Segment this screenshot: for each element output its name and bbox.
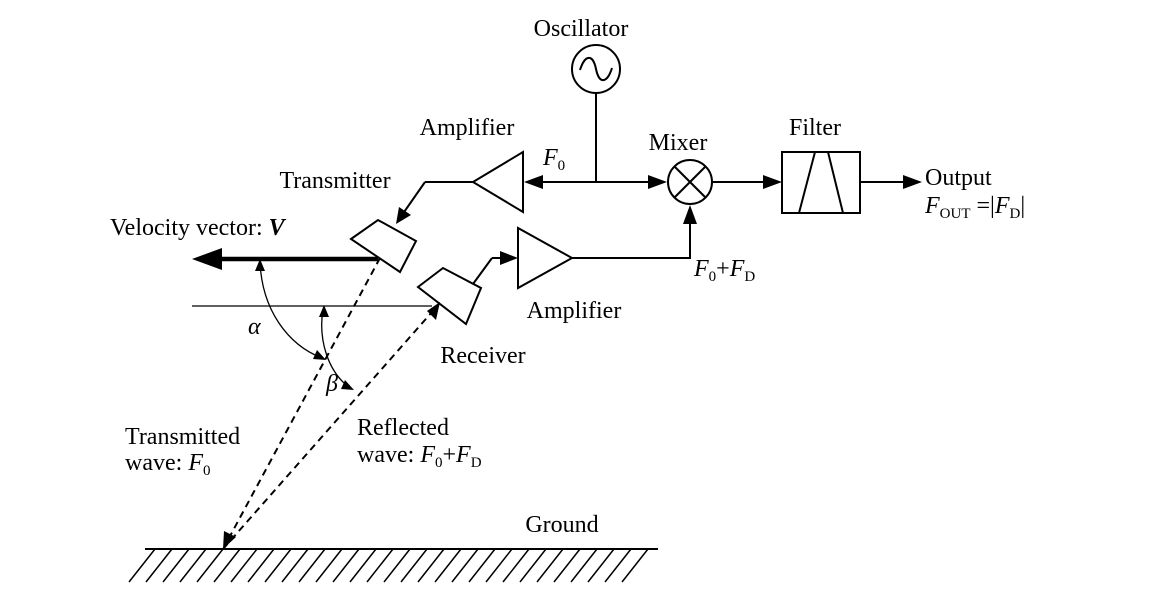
amp-to-mixer-wire [572, 218, 691, 259]
output-title: Output [925, 165, 992, 191]
transmitted-wave-label: Transmitted wave: F0 [125, 424, 240, 479]
f0-fd-label: F0+FD [693, 256, 755, 285]
hatch-line [587, 548, 615, 583]
reflected-wave-arrowhead [427, 302, 440, 320]
hatch-line [145, 548, 173, 583]
hatch-line [213, 548, 241, 583]
amp-to-tx-wire-d [401, 181, 426, 216]
transmitter: Transmitter [279, 168, 418, 274]
hatch-line [621, 548, 649, 583]
hatch-line [264, 548, 292, 583]
sine-wave-icon [579, 56, 613, 82]
transmitted-label-line1: Transmitted [125, 424, 240, 450]
hatch-line [451, 548, 479, 583]
oscillator: Oscillator [534, 16, 629, 182]
alpha-arc-arrowhead-bottom [313, 350, 326, 360]
amplifier-top: Amplifier [396, 115, 524, 224]
transmitter-antenna [349, 218, 418, 274]
f0-label: F0 [542, 145, 565, 174]
amp-to-mixer-arrowhead [683, 205, 697, 224]
output-equation: FOUT =|FD| [924, 193, 1025, 222]
hatch-line [315, 548, 343, 583]
filter-box [781, 151, 861, 214]
beta-arc-arrowhead-top [319, 305, 329, 317]
velocity-vector: Velocity vector: V [110, 215, 378, 270]
amplifier-bottom-label: Amplifier [527, 298, 622, 324]
filter-label: Filter [789, 115, 841, 141]
beta-arc [321, 308, 351, 389]
transmitted-label-line2: wave: F0 [125, 450, 210, 479]
hatch-line [196, 548, 224, 583]
hatch-line [230, 548, 258, 583]
hatch-line [349, 548, 377, 583]
hatch-line [604, 548, 632, 583]
ground-label: Ground [525, 512, 598, 538]
transmitter-label: Transmitter [279, 168, 390, 194]
angle-alpha: α [248, 259, 326, 360]
hatch-line [519, 548, 547, 583]
reflected-wave-line [222, 311, 433, 550]
hatch-line [417, 548, 445, 583]
angle-beta: β [319, 305, 354, 397]
receiver-label: Receiver [440, 343, 525, 369]
receiver: Receiver [416, 266, 526, 369]
reflected-label-line2: wave: F0+FD [357, 442, 482, 471]
hatch-line [366, 548, 394, 583]
filter: Filter [781, 115, 922, 214]
output-arrowhead [903, 175, 922, 189]
filter-icon-right [827, 151, 844, 214]
mixer-to-filter-arrowhead [763, 175, 782, 189]
hatch-line [502, 548, 530, 583]
hatch-line [162, 548, 190, 583]
amplifier-bottom-triangle [517, 226, 575, 290]
mixer: Mixer [649, 130, 782, 205]
receiver-antenna [416, 266, 483, 326]
f0-line: F0 [524, 145, 667, 189]
hatch-line [570, 548, 598, 583]
alpha-arc-arrowhead-top [255, 259, 265, 271]
output: Output FOUT =|FD| [924, 165, 1025, 222]
hatch-line [179, 548, 207, 583]
mixer-cross-icon-b [673, 165, 707, 199]
hatch-line [434, 548, 462, 583]
amp-bottom-input-arrowhead [500, 251, 518, 265]
hatch-line [281, 548, 309, 583]
hatch-line [536, 548, 564, 583]
velocity-label: Velocity vector: V [110, 215, 287, 241]
transmitted-wave-line [228, 257, 381, 539]
reflected-wave [222, 302, 440, 550]
velocity-arrowhead [192, 248, 222, 270]
ground: Ground [128, 512, 658, 583]
f0-right-arrowhead [648, 175, 667, 189]
hatch-line [468, 548, 496, 583]
reflected-wave-label: Reflected wave: F0+FD [357, 415, 482, 471]
hatch-line [485, 548, 513, 583]
alpha-symbol: α [248, 314, 261, 340]
transmitted-wave [223, 257, 381, 549]
hatch-line [553, 548, 581, 583]
amplifier-top-triangle [471, 150, 524, 214]
hatch-line [383, 548, 411, 583]
amplifier-top-label: Amplifier [420, 115, 515, 141]
beta-arc-arrowhead-bottom [341, 380, 354, 390]
ground-hatching [128, 548, 649, 583]
hatch-line [128, 548, 156, 583]
reflected-label-line1: Reflected [357, 415, 449, 441]
hatch-line [298, 548, 326, 583]
tx-input-arrowhead [396, 207, 411, 224]
filter-icon-left [798, 151, 816, 214]
beta-symbol: β [325, 371, 338, 397]
hatch-line [247, 548, 275, 583]
alpha-arc [259, 261, 323, 359]
f0-left-arrowhead [524, 175, 543, 189]
oscillator-label: Oscillator [534, 16, 629, 42]
hatch-line [332, 548, 360, 583]
hatch-line [400, 548, 428, 583]
rx-to-amp-wire-d [472, 257, 493, 285]
amplifier-bottom: Amplifier F0+FD [472, 205, 755, 324]
mixer-label: Mixer [649, 130, 708, 156]
